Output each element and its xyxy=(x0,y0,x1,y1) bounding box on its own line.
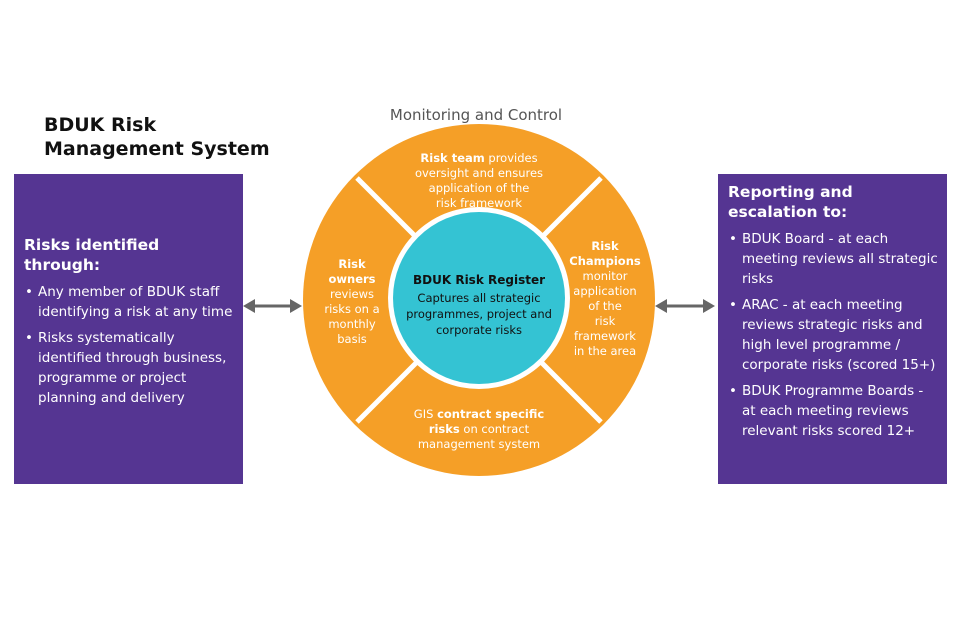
right-segment-line: monitor xyxy=(583,269,628,283)
risk-identification-list: Any member of BDUK staff identifying a r… xyxy=(24,282,233,408)
bottom-segment-line: risks on contract xyxy=(429,422,530,436)
reporting-escalation-heading: Reporting and escalation to: xyxy=(728,182,939,222)
monitoring-heading: Monitoring and Control xyxy=(390,106,562,124)
left-segment-line: owners xyxy=(328,272,375,286)
reporting-escalation-panel: Reporting and escalation to: BDUK Board … xyxy=(718,174,947,484)
bottom-segment-line: GIS contract specific xyxy=(414,407,545,421)
right-segment-line: framework xyxy=(574,329,636,343)
left-segment-line: reviews xyxy=(330,287,374,301)
risk-register-line: programmes, project and xyxy=(406,307,552,321)
bottom-segment-text: GIS contract specific risks on contract … xyxy=(414,407,545,451)
diagram-title-line2: Management System xyxy=(44,138,270,160)
left-segment-line: risks on a xyxy=(324,302,379,316)
left-segment-line: monthly xyxy=(328,317,376,331)
risk-identification-item: Any member of BDUK staff identifying a r… xyxy=(24,282,233,322)
right-segment-line: in the area xyxy=(574,344,636,358)
risk-register-circle xyxy=(393,212,565,384)
reporting-escalation-item: BDUK Programme Boards - at each meeting … xyxy=(728,381,939,441)
top-segment-text: Risk team provides oversight and ensures… xyxy=(415,151,543,210)
top-segment-line: Risk team provides xyxy=(420,151,537,165)
risk-register-title: BDUK Risk Register xyxy=(413,273,545,287)
left-segment-line: basis xyxy=(337,332,367,346)
right-segment-line: application xyxy=(573,284,636,298)
reporting-escalation-list: BDUK Board - at each meeting reviews all… xyxy=(728,229,939,441)
right-segment-line: risk xyxy=(595,314,616,328)
arrow-head-right xyxy=(703,299,715,313)
right-segment-line: of the xyxy=(588,299,622,313)
reporting-escalation-heading-line1: Reporting and xyxy=(728,183,853,201)
top-segment-line: oversight and ensures xyxy=(415,166,543,180)
top-segment-line: risk framework xyxy=(436,196,523,210)
arrow-head-left xyxy=(243,299,255,313)
risk-identification-item: Risks systematically identified through … xyxy=(24,328,233,408)
left-segment-text: Risk owners reviews risks on a monthly b… xyxy=(324,257,379,346)
right-double-arrow xyxy=(655,299,715,313)
left-double-arrow xyxy=(243,299,302,313)
reporting-escalation-heading-line2: escalation to: xyxy=(728,203,848,221)
right-segment-text: Risk Champions monitor application of th… xyxy=(569,239,641,358)
reporting-escalation-item: BDUK Board - at each meeting reviews all… xyxy=(728,229,939,289)
bottom-segment-line: management system xyxy=(418,437,540,451)
top-segment-line: application of the xyxy=(429,181,530,195)
risk-identification-heading: Risks identified through: xyxy=(24,236,160,274)
arrow-head-left xyxy=(655,299,667,313)
left-segment-line: Risk xyxy=(338,257,366,271)
reporting-escalation-item: ARAC - at each meeting reviews strategic… xyxy=(728,295,939,375)
diagram-title-line1: BDUK Risk xyxy=(44,114,157,136)
risk-register-text: BDUK Risk Register Captures all strategi… xyxy=(406,273,552,337)
risk-register-line: Captures all strategic xyxy=(417,291,540,305)
right-segment-line: Risk xyxy=(591,239,619,253)
risk-register-line: corporate risks xyxy=(436,323,522,337)
risk-identification-panel: Risks identified through: Any member of … xyxy=(14,174,243,484)
arrow-head-right xyxy=(290,299,302,313)
right-segment-line: Champions xyxy=(569,254,641,268)
diagram-title: BDUK Risk Management System xyxy=(44,113,270,161)
